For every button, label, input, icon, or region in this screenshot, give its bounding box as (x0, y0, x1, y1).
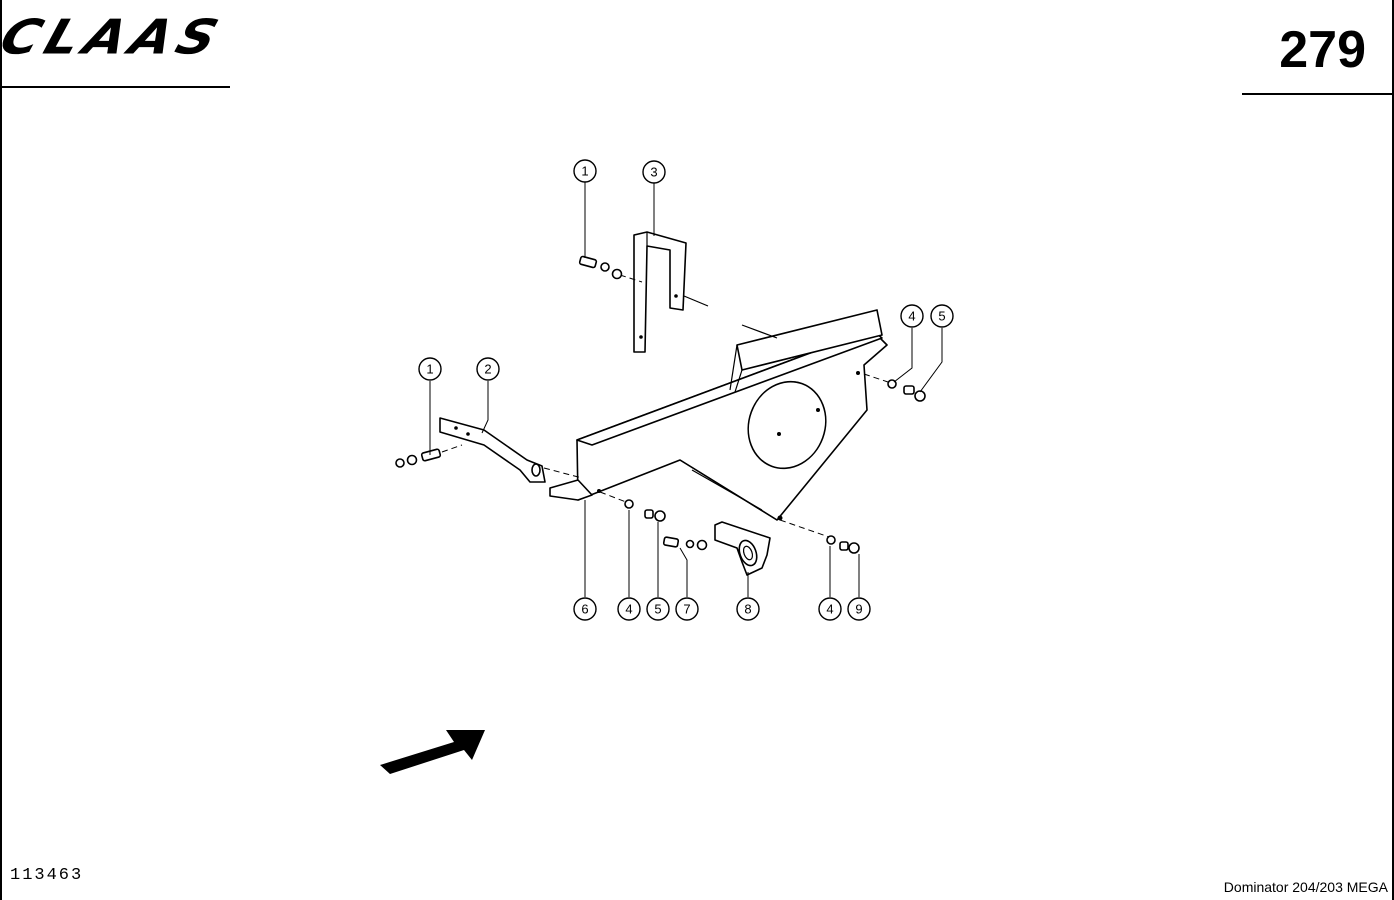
svg-text:3: 3 (650, 165, 657, 180)
svg-text:7: 7 (683, 602, 690, 617)
callout-7: 7 (675, 597, 699, 621)
callout-2: 2 (476, 357, 500, 381)
left-strap-part (439, 417, 583, 483)
callout-1: 1 (418, 357, 442, 381)
direction-arrow-icon (380, 730, 485, 774)
callout-4: 4 (900, 304, 924, 328)
callout-5: 5 (646, 597, 670, 621)
callout-5: 5 (930, 304, 954, 328)
callout-8: 8 (736, 597, 760, 621)
svg-text:5: 5 (938, 309, 945, 324)
drawing-code: 113463 (10, 866, 84, 885)
svg-text:4: 4 (625, 602, 632, 617)
fasteners (395, 255, 926, 554)
svg-text:8: 8 (744, 602, 751, 617)
header-rule-left (2, 86, 230, 88)
callout-9: 9 (847, 597, 871, 621)
callout-1: 1 (573, 159, 597, 183)
leader-lines (429, 182, 943, 597)
header-rule-right (1242, 93, 1394, 95)
svg-text:1: 1 (426, 362, 433, 377)
svg-text:4: 4 (826, 602, 833, 617)
small-bracket-part (714, 519, 833, 576)
svg-text:6: 6 (581, 602, 588, 617)
page-number: 279 (1279, 21, 1366, 79)
housing-cover-part (549, 309, 888, 521)
svg-text:4: 4 (908, 309, 915, 324)
model-name: Dominator 204/203 MEGA (1223, 879, 1388, 895)
callout-3: 3 (642, 160, 666, 184)
svg-text:2: 2 (484, 362, 491, 377)
upper-bracket-part (619, 231, 709, 353)
svg-text:5: 5 (654, 602, 661, 617)
svg-text:1: 1 (581, 164, 588, 179)
callout-4: 4 (818, 597, 842, 621)
callout-6: 6 (573, 597, 597, 621)
svg-text:9: 9 (855, 602, 862, 617)
callout-4: 4 (617, 597, 641, 621)
